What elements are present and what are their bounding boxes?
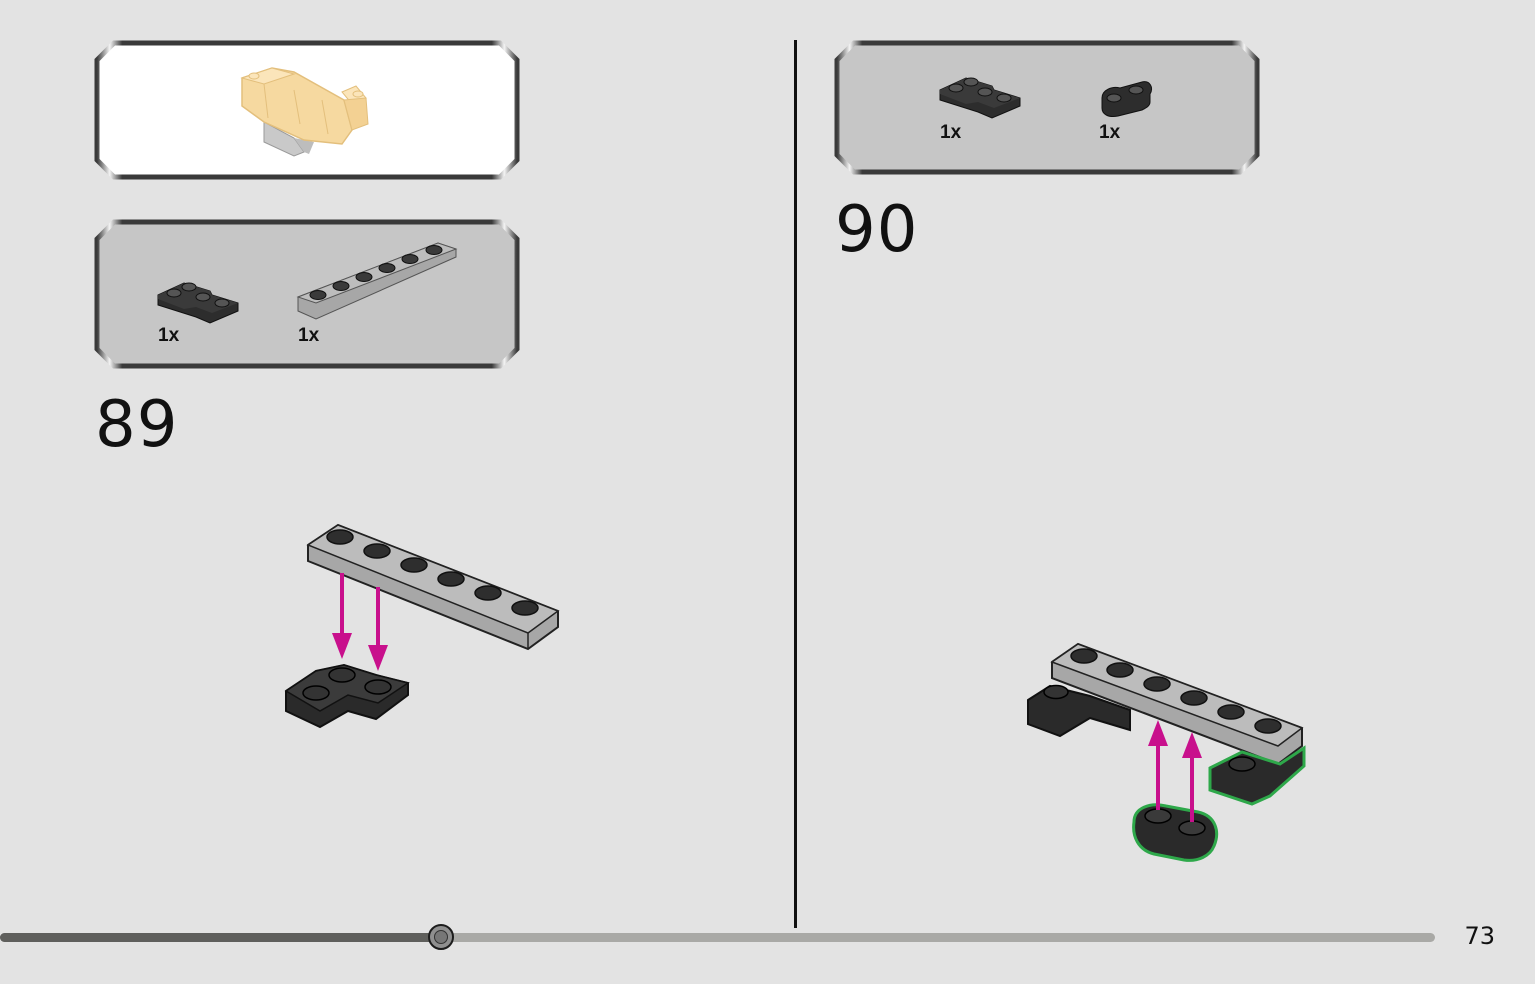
step-90-parts-callout: 1x 1x	[834, 40, 1260, 175]
step-89-parts-callout: 1x 1x	[94, 219, 520, 369]
step-89-part-2-qty: 1x	[298, 325, 320, 346]
step-89-assembly-image	[284, 523, 560, 729]
page-progress-fill	[0, 933, 441, 942]
page-progress-knob	[428, 924, 454, 950]
step-89-part-1-qty: 1x	[158, 325, 180, 346]
step-90-parts-callout-frame	[834, 40, 1260, 175]
tan-submodel-image	[240, 67, 369, 157]
step-90-assembly-image	[1027, 642, 1306, 862]
page-divider	[794, 40, 797, 928]
step-90-part-1-qty: 1x	[940, 122, 962, 143]
page-progress-bar	[0, 924, 1435, 950]
light-gray-plate-part-icon	[296, 242, 458, 320]
rounded-plate-part-icon	[1101, 81, 1153, 117]
corner-plate-part-icon	[939, 77, 1021, 119]
corner-plate-part-icon	[157, 282, 239, 324]
step-89-number: 89	[95, 388, 179, 462]
step-90-part-2-qty: 1x	[1099, 122, 1121, 143]
step-90-number: 90	[835, 193, 919, 267]
submodel-callout	[94, 40, 520, 180]
page-number: 73	[1464, 922, 1495, 950]
